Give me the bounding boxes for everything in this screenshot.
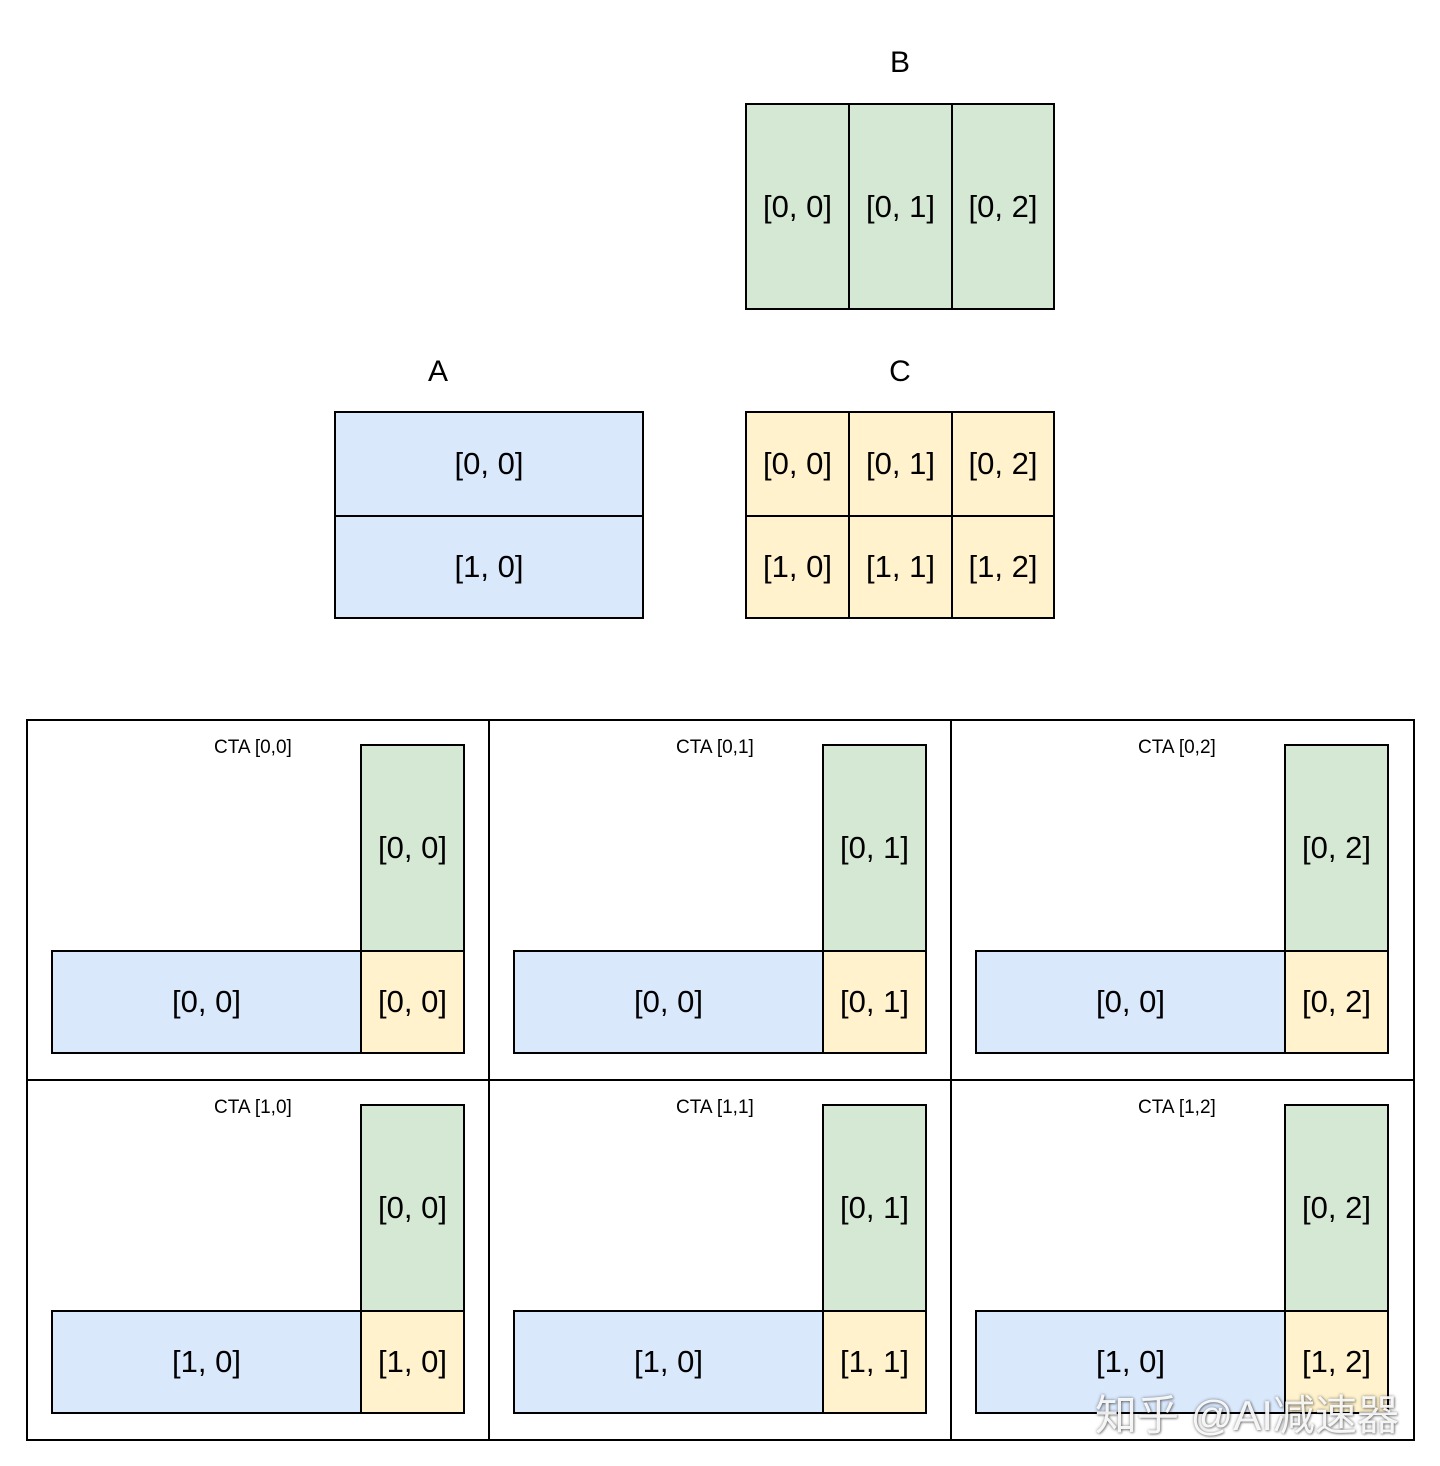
matrix-b-cell-0-0: [0, 0] <box>745 103 850 310</box>
cta-a-block: [1, 0] <box>513 1310 824 1414</box>
cta-b-block: [0, 0] <box>360 744 465 952</box>
cta-a-block: [0, 0] <box>975 950 1286 1054</box>
cta-label: CTA [1,2] <box>1138 1097 1216 1118</box>
cta-b-block: [0, 2] <box>1284 744 1389 952</box>
matrix-b-cell-0-1: [0, 1] <box>848 103 953 310</box>
watermark: 知乎 @AI减速器 <box>1095 1392 1399 1439</box>
matrix-c-title: C <box>889 355 911 388</box>
cta-c-block: [0, 1] <box>822 950 927 1054</box>
cta-label: CTA [0,0] <box>214 737 292 758</box>
matrix-a-cell-1-0: [1, 0] <box>334 515 644 619</box>
cta-label: CTA [0,2] <box>1138 737 1216 758</box>
matrix-c-cell-0-1: [0, 1] <box>848 411 953 517</box>
matrix-c-cell-0-0: [0, 0] <box>745 411 850 517</box>
matrix-c-cell-0-2: [0, 2] <box>951 411 1055 517</box>
cta-a-block: [1, 0] <box>975 1310 1286 1414</box>
cta-label: CTA [1,0] <box>214 1097 292 1118</box>
cta-c-block: [0, 2] <box>1284 950 1389 1054</box>
cta-b-block: [0, 0] <box>360 1104 465 1312</box>
matrix-c-cell-1-2: [1, 2] <box>951 515 1055 619</box>
cta-b-block: [0, 1] <box>822 744 927 952</box>
cta-a-block: [0, 0] <box>513 950 824 1054</box>
cta-a-block: [1, 0] <box>51 1310 362 1414</box>
cta-a-block: [0, 0] <box>51 950 362 1054</box>
cta-c-block: [1, 1] <box>822 1310 927 1414</box>
matrix-a-title: A <box>427 355 448 388</box>
matrix-b-title: B <box>889 46 910 79</box>
cta-c-block: [0, 0] <box>360 950 465 1054</box>
cta-label: CTA [0,1] <box>676 737 754 758</box>
cta-c-block: [1, 0] <box>360 1310 465 1414</box>
cta-c-block: [1, 2] <box>1284 1310 1389 1414</box>
cta-grid-divider <box>26 1079 1415 1081</box>
matrix-c-cell-1-0: [1, 0] <box>745 515 850 619</box>
matrix-b-cell-0-2: [0, 2] <box>951 103 1055 310</box>
matrix-c-cell-1-1: [1, 1] <box>848 515 953 619</box>
cta-label: CTA [1,1] <box>676 1097 754 1118</box>
matrix-a-cell-0-0: [0, 0] <box>334 411 644 517</box>
cta-b-block: [0, 1] <box>822 1104 927 1312</box>
cta-b-block: [0, 2] <box>1284 1104 1389 1312</box>
